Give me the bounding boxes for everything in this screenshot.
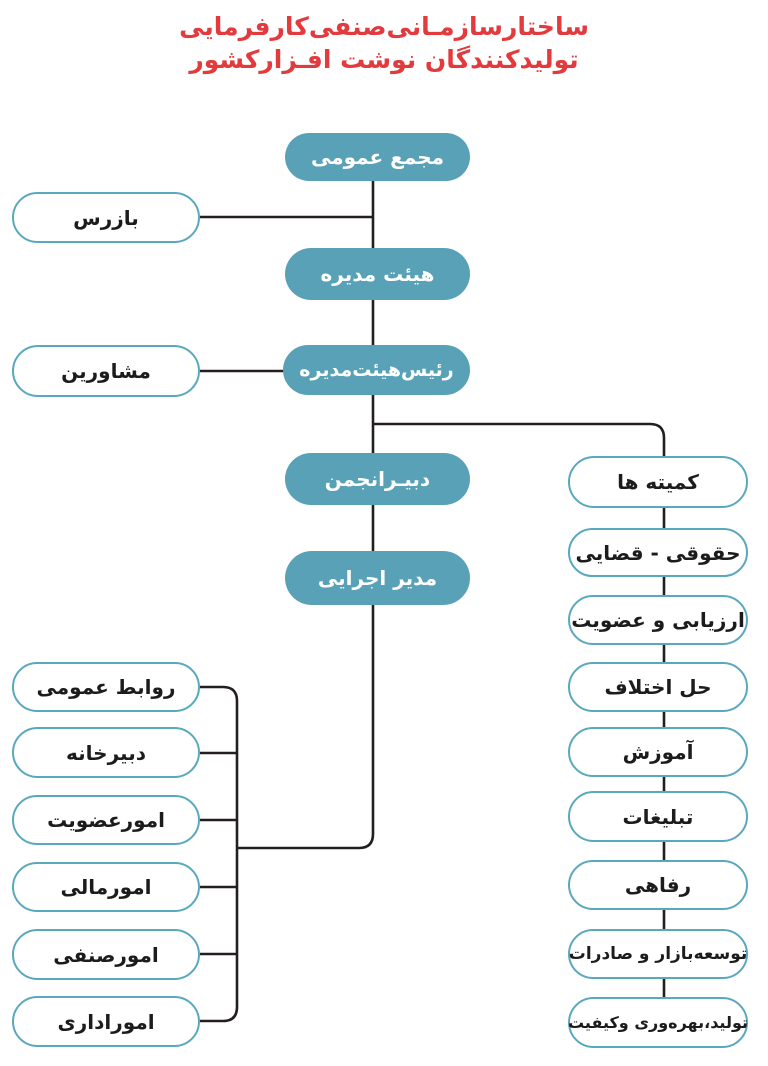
departments-bracket	[200, 685, 239, 1023]
node-dept-financial-affairs: امورمالی	[12, 862, 200, 912]
node-executive-manager: مدیر اجرایی	[285, 551, 470, 605]
node-dept-secretariat: دبیرخانه	[12, 727, 200, 778]
node-committee-market-export: توسعه‌بازار و صادرات	[568, 929, 748, 979]
node-dept-guild-affairs: امورصنفی	[12, 929, 200, 980]
title-line-1: ساختارسازمـانی‌صنفی‌کارفرمایی	[179, 12, 589, 41]
title-line-2: تولیدکنندگان نوشت افـزارکشور	[189, 45, 579, 74]
node-committee-training: آموزش	[568, 727, 748, 777]
node-dept-public-relations: روابط عمومی	[12, 662, 200, 712]
node-dept-membership-affairs: امورعضویت	[12, 795, 200, 845]
node-association-secretary: دبیـرانجمن	[285, 453, 470, 505]
page-title: ساختارسازمـانی‌صنفی‌کارفرمایی تولیدکنندگ…	[0, 10, 768, 76]
node-inspector: بازرس	[12, 192, 200, 243]
departments-stubs	[200, 751, 237, 956]
node-dept-administrative-affairs: اموراداری	[12, 996, 200, 1047]
node-committee-welfare: رفاهی	[568, 860, 748, 910]
node-consultants: مشاورین	[12, 345, 200, 397]
node-committee-legal-judicial: حقوقی - قضایی	[568, 528, 748, 577]
node-committee-evaluation-membership: ارزیابی و عضویت	[568, 595, 748, 645]
executive-connector	[237, 605, 375, 850]
node-general-assembly: مجمع عمومی	[285, 133, 470, 181]
node-committee-production-quality: تولید،بهره‌وری وکیفیت	[568, 997, 748, 1048]
node-board-chairman: رئیس‌هیئت‌مدیره	[283, 345, 470, 395]
node-committee-dispute-resolution: حل اختلاف	[568, 662, 748, 712]
node-committee-advertising: تبلیغات	[568, 791, 748, 842]
node-committees-header: کمیته ها	[568, 456, 748, 508]
node-board-of-directors: هیئت مدیره	[285, 248, 470, 300]
